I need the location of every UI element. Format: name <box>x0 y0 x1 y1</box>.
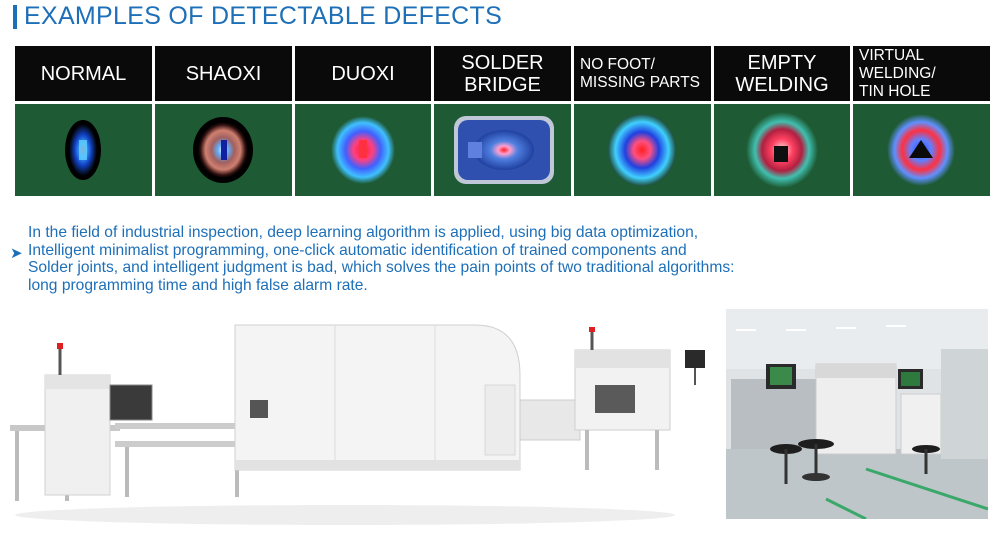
factory-floor-photo <box>726 309 988 519</box>
defect-image-empty-welding <box>714 104 850 196</box>
defect-image-shaoxi <box>155 104 292 196</box>
description-line: Intelligent minimalist programming, one-… <box>28 241 687 259</box>
defect-header: NO FOOT/MISSING PARTS <box>574 46 711 101</box>
defect-image-virtual-welding-tin-hole <box>853 104 990 196</box>
defect-label: SOLDER <box>461 51 544 74</box>
defect-label: MISSING PARTS <box>580 73 701 91</box>
chevron-right-icon: ➤ <box>10 245 23 262</box>
title-accent-bar <box>13 5 17 29</box>
defect-label: WELDING <box>735 73 829 96</box>
defect-header: SHAOXI <box>155 46 292 101</box>
defect-label: SHAOXI <box>185 62 262 85</box>
defect-label: EMPTY <box>747 51 817 74</box>
defect-image-normal <box>15 104 152 196</box>
defect-label: VIRTUAL WELDING/ <box>859 46 936 82</box>
description-paragraph: In the field of industrial inspection, d… <box>28 224 898 294</box>
inspection-line-illustration <box>5 315 715 525</box>
defect-label: NO FOOT/ <box>580 55 655 73</box>
defect-image-duoxi <box>295 104 431 196</box>
description-line: In the field of industrial inspection, d… <box>28 224 699 241</box>
defect-header: DUOXI <box>295 46 431 101</box>
defect-image-no-foot-missing-parts <box>574 104 711 196</box>
defect-label: BRIDGE <box>464 73 541 96</box>
defect-label: TIN HOLE <box>859 82 931 100</box>
defect-header: NORMAL <box>15 46 152 101</box>
description-line: long programming time and high false ala… <box>28 276 368 294</box>
defect-label: NORMAL <box>40 62 127 85</box>
defect-label: DUOXI <box>331 62 395 85</box>
page-title: EXAMPLES OF DETECTABLE DEFECTS <box>24 2 503 30</box>
description-line: Solder joints, and intelligent judgment … <box>28 259 735 277</box>
defect-header: VIRTUAL WELDING/TIN HOLE <box>853 46 990 101</box>
defect-image-solder-bridge <box>434 104 571 196</box>
